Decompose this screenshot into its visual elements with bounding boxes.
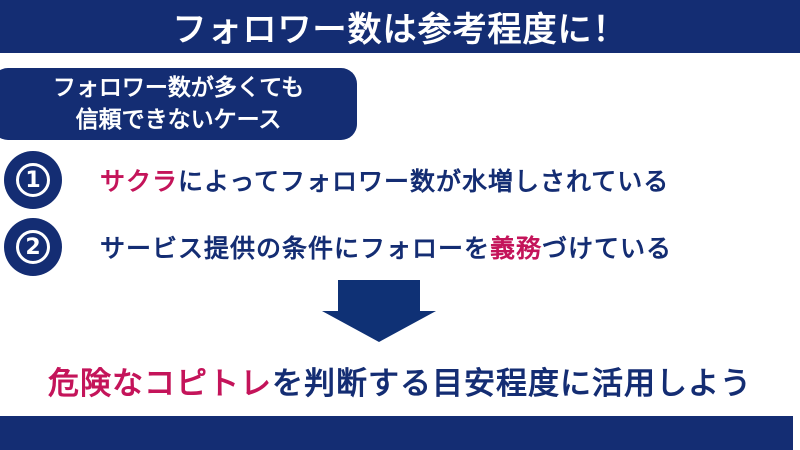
item-1-highlight: サクラ (100, 167, 179, 196)
badge-line-1: フォロワー数が多くても (52, 75, 305, 101)
item-1-body: によってフォロワー数が水増しされている (178, 167, 670, 196)
list-item-2: 2 サービス提供の条件にフォローを義務づけている (0, 218, 800, 276)
badge-line-2: 信頼できないケース (75, 107, 282, 133)
page-title: フォロワー数は参考程度に！ (172, 10, 628, 50)
footer-bar (0, 416, 793, 450)
number-1-text: 1 (25, 167, 41, 193)
number-badge-1: 1 (4, 151, 62, 209)
number-2-text: 2 (25, 234, 41, 260)
down-arrow-icon (322, 280, 436, 342)
item-2-highlight: 義務 (490, 234, 543, 263)
list-item-1: 1 サクラによってフォロワー数が水増しされている (0, 151, 800, 209)
item-2-text: サービス提供の条件にフォローを義務づけている (100, 229, 672, 265)
title-banner: フォロワー数は参考程度に！ (0, 0, 800, 53)
item-1-text: サクラによってフォロワー数が水増しされている (100, 162, 669, 198)
item-2-suffix: づけている (542, 234, 673, 263)
number-badge-2: 2 (4, 218, 62, 276)
item-2-prefix: サービス提供の条件にフォローを (100, 234, 491, 263)
conclusion-highlight: 危険なコピトレ (48, 366, 272, 402)
conclusion-text: 危険なコピトレを判断する目安程度に活用しよう (0, 358, 800, 403)
section-badge: フォロワー数が多くても 信頼できないケース (0, 68, 357, 140)
conclusion-body: を判断する目安程度に活用しよう (272, 366, 752, 402)
